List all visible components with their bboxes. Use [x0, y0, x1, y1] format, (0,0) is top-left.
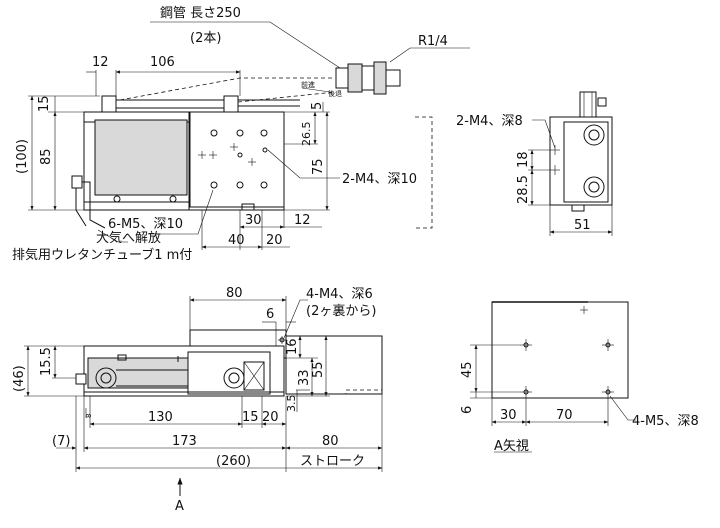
dim-80-bottom: 80 [322, 434, 339, 449]
dim-12-bottom: 12 [294, 213, 311, 228]
view-a [470, 301, 636, 453]
exhaust-note: 排気用ウレタンチューブ1 m付 [12, 247, 192, 263]
dim-33: 33 [297, 369, 312, 386]
table-holes [198, 129, 268, 189]
dim-12-top: 12 [92, 55, 109, 70]
back-label: 後退 [328, 89, 342, 98]
dim-15: 15 [37, 95, 52, 112]
front-tap: 4-M4、深6 [306, 287, 373, 302]
arrow-a-label: A [175, 499, 184, 514]
dim-20-top: 20 [266, 233, 283, 248]
dim-40: 40 [228, 233, 245, 248]
dim-173: 173 [172, 434, 197, 449]
front-view [24, 296, 383, 496]
front-label: 前進 [301, 80, 315, 89]
pipe-count: (2本) [190, 31, 221, 46]
top-table [189, 111, 285, 208]
view-a-labels: 45 6 30 70 4-M5、深8 A矢視 [460, 361, 699, 454]
dim-26-5: 26.5 [300, 122, 313, 147]
view-a-title: A矢視 [494, 439, 529, 454]
tap-bottom: 6-M5、深10 [108, 217, 183, 232]
stroke-label: ストローク [300, 454, 365, 469]
dim-15-front: 15 [242, 410, 259, 425]
dim-100: (100) [15, 139, 30, 174]
dim-20-front: 20 [262, 410, 279, 425]
tap-right: 2-M4、深10 [342, 172, 417, 187]
dim-30-view-a: 30 [500, 408, 517, 423]
dim-85: 85 [39, 148, 54, 165]
dim-51: 51 [574, 218, 591, 233]
dim-70: 70 [556, 408, 573, 423]
dim-80-top: 80 [226, 286, 243, 301]
side-tap: 2-M4、深8 [456, 114, 523, 129]
pipe-note: 鋼管 長さ250 [160, 6, 241, 21]
dim-46: (46) [12, 365, 27, 392]
fitting [335, 61, 401, 95]
dim-5: 5 [310, 102, 325, 110]
top-view [28, 21, 470, 250]
dim-45: 45 [460, 361, 475, 378]
dim-16: 16 [285, 338, 300, 355]
dim-130: 130 [148, 410, 173, 425]
top-cylinder-hatch [94, 119, 188, 196]
dim-6-view-a: 6 [460, 406, 475, 414]
stroke-outline [285, 335, 383, 395]
side-body [549, 116, 613, 206]
dim-8: 8 [85, 414, 93, 418]
dim-15-5: 15.5 [39, 347, 54, 376]
view-a-plate [491, 301, 629, 399]
dim-260: (260) [216, 454, 251, 469]
top-view-labels: 鋼管 長さ250 (2本) R1/4 前進 後退 12 106 15 (100)… [12, 6, 448, 263]
dim-7: (7) [52, 434, 70, 449]
front-view-labels: 80 4-M4、深6 (2ヶ裏から) 6 (46) 15.5 16 33 55 … [12, 286, 376, 514]
side-view [528, 91, 613, 236]
dim-55: 55 [311, 361, 326, 378]
dim-75: 75 [311, 158, 326, 175]
front-tap-note: (2ヶ裏から) [306, 304, 376, 319]
dim-6-front: 6 [266, 307, 274, 322]
dim-30-top: 30 [245, 213, 262, 228]
dim-3-5: 3.5 [285, 395, 298, 413]
dim-28-5: 28.5 [516, 175, 531, 204]
dim-106: 106 [150, 55, 175, 70]
atmos-note: 大気へ解放 [96, 230, 161, 246]
side-view-labels: 2-M4、深8 18 28.5 51 [456, 114, 591, 233]
dim-18: 18 [516, 151, 531, 168]
port-label: R1/4 [418, 34, 448, 49]
view-a-tap: 4-M5、深8 [632, 414, 699, 429]
